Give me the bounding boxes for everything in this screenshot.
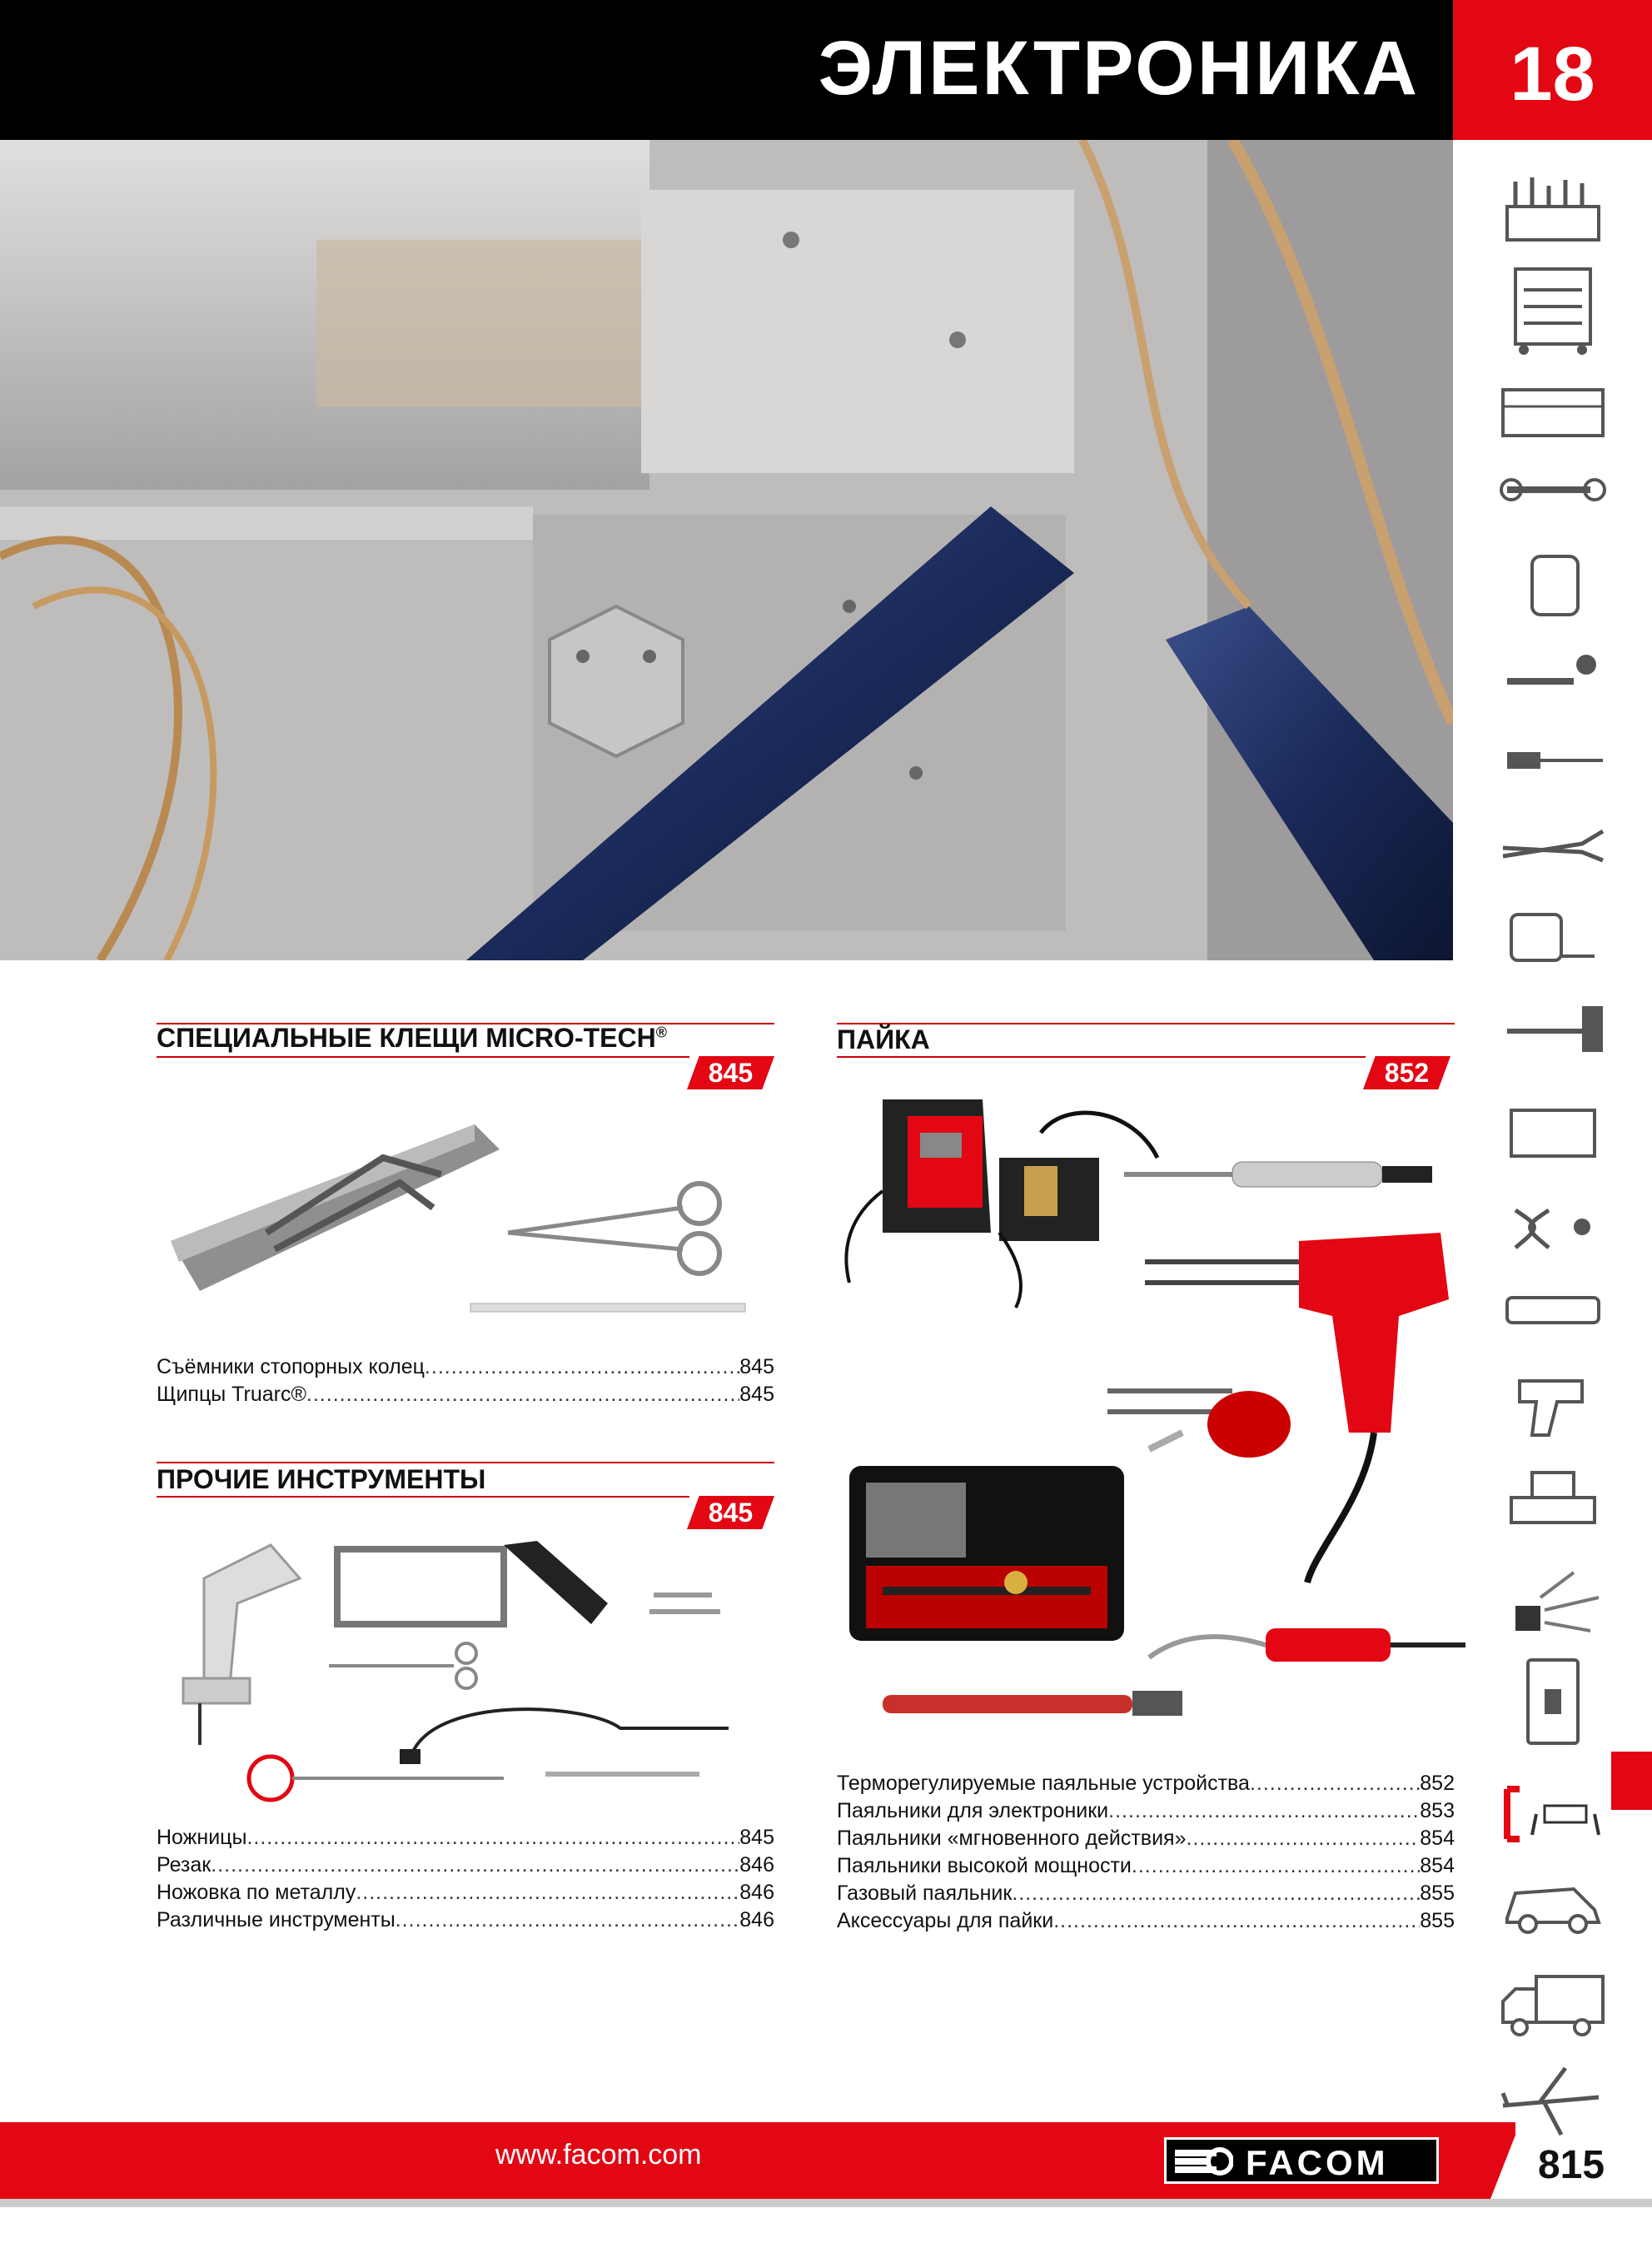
circuit-breaker-icon[interactable]	[1499, 1656, 1607, 1747]
facom-logo: FACOM	[1164, 2137, 1439, 2184]
hammer-icon[interactable]	[1499, 998, 1607, 1056]
toc-row[interactable]: Различные инструменты846	[157, 1907, 774, 1934]
facom-logo-mark-icon	[1175, 2147, 1233, 2176]
other-tools-underline	[157, 1496, 689, 1498]
header-bar: ЭЛЕКТРОНИКА	[0, 0, 1453, 140]
other-tools-image	[182, 1541, 729, 1802]
other-tools-toc: Ножницы845 Резак846 Ножовка по металлу84…	[157, 1824, 774, 1934]
chapter-title: ЭЛЕКТРОНИКА	[818, 26, 1420, 111]
puller-icon[interactable]	[1499, 1198, 1607, 1256]
car-icon[interactable]	[1499, 1872, 1607, 1939]
soldering-page-tag[interactable]: 852	[1363, 1056, 1450, 1089]
soldering-rule	[837, 1023, 1455, 1024]
micro-tech-title: СПЕЦИАЛЬНЫЕ КЛЕЩИ MICRO-TECH®	[157, 1023, 667, 1053]
micro-tech-page-tag[interactable]: 845	[687, 1056, 774, 1089]
toc-row[interactable]: Паяльники «мгновенного действия»854	[837, 1825, 1455, 1852]
machinery-illustration	[0, 140, 1453, 960]
toc-row[interactable]: Резак846	[157, 1852, 774, 1879]
impact-wrench-icon[interactable]	[1499, 1364, 1607, 1439]
active-tab-marker	[1611, 1752, 1652, 1810]
soldering-title: ПАЙКА	[837, 1024, 930, 1054]
toc-row[interactable]: Газовый паяльник855	[837, 1880, 1455, 1907]
micro-tech-underline	[157, 1056, 689, 1058]
hero-photo	[0, 140, 1453, 960]
toc-row[interactable]: Съёмники стопорных колец845	[157, 1353, 774, 1381]
toc-row[interactable]: Щипцы Truarc®845	[157, 1381, 774, 1408]
bottom-border	[0, 2199, 1652, 2207]
toc-row[interactable]: Паяльники высокой мощности854	[837, 1852, 1455, 1880]
other-tools-rule	[157, 1462, 774, 1463]
chapter-number: 18	[1453, 0, 1652, 140]
brand-name: FACOM	[1246, 2143, 1389, 2182]
micro-tech-rule	[157, 1023, 774, 1024]
pliers-icon[interactable]	[1499, 823, 1607, 873]
other-tools-title: ПРОЧИЕ ИНСТРУМЕНТЫ	[157, 1464, 486, 1494]
soldering-toc: Терморегулируемые паяльные устройства852…	[837, 1770, 1455, 1935]
soldering-bracket-icon[interactable]	[1499, 1777, 1607, 1852]
airplane-icon[interactable]	[1499, 2064, 1607, 2139]
toc-row[interactable]: Терморегулируемые паяльные устройства852	[837, 1770, 1455, 1797]
tool-cabinet-icon[interactable]	[1499, 265, 1607, 356]
micro-tech-toc: Съёмники стопорных колец845 Щипцы Truarc…	[157, 1353, 774, 1408]
other-tools-page-tag[interactable]: 845	[687, 1496, 774, 1529]
toc-row[interactable]: Ножовка по металлу846	[157, 1879, 774, 1907]
micro-tech-pliers-image	[171, 1124, 746, 1313]
vise-icon[interactable]	[1499, 1464, 1607, 1531]
hacksaw-icon[interactable]	[1499, 1098, 1607, 1164]
screwdriver-icon[interactable]	[1499, 740, 1607, 781]
toc-row[interactable]: Аксессуары для пайки855	[837, 1907, 1455, 1935]
category-sidebar	[1453, 140, 1652, 2136]
socket-icon[interactable]	[1499, 548, 1607, 623]
ratchet-icon[interactable]	[1499, 648, 1607, 698]
toc-row[interactable]: Паяльники для электроники853	[837, 1797, 1455, 1825]
page-number: 815	[1537, 2143, 1605, 2187]
truck-icon[interactable]	[1499, 1972, 1607, 2039]
tool-case-icon[interactable]	[1499, 373, 1607, 448]
soldering-underline	[837, 1056, 1366, 1058]
website-link[interactable]: www.facom.com	[495, 2139, 702, 2171]
soldering-tools-image	[844, 1099, 1465, 1716]
safety-icon[interactable]	[1499, 1564, 1607, 1639]
tool-box-icon[interactable]	[1499, 173, 1607, 248]
tester-icon[interactable]	[1499, 1289, 1607, 1331]
tape-measure-icon[interactable]	[1499, 906, 1607, 964]
wrench-icon[interactable]	[1499, 465, 1607, 515]
toc-row[interactable]: Ножницы845	[157, 1824, 774, 1852]
